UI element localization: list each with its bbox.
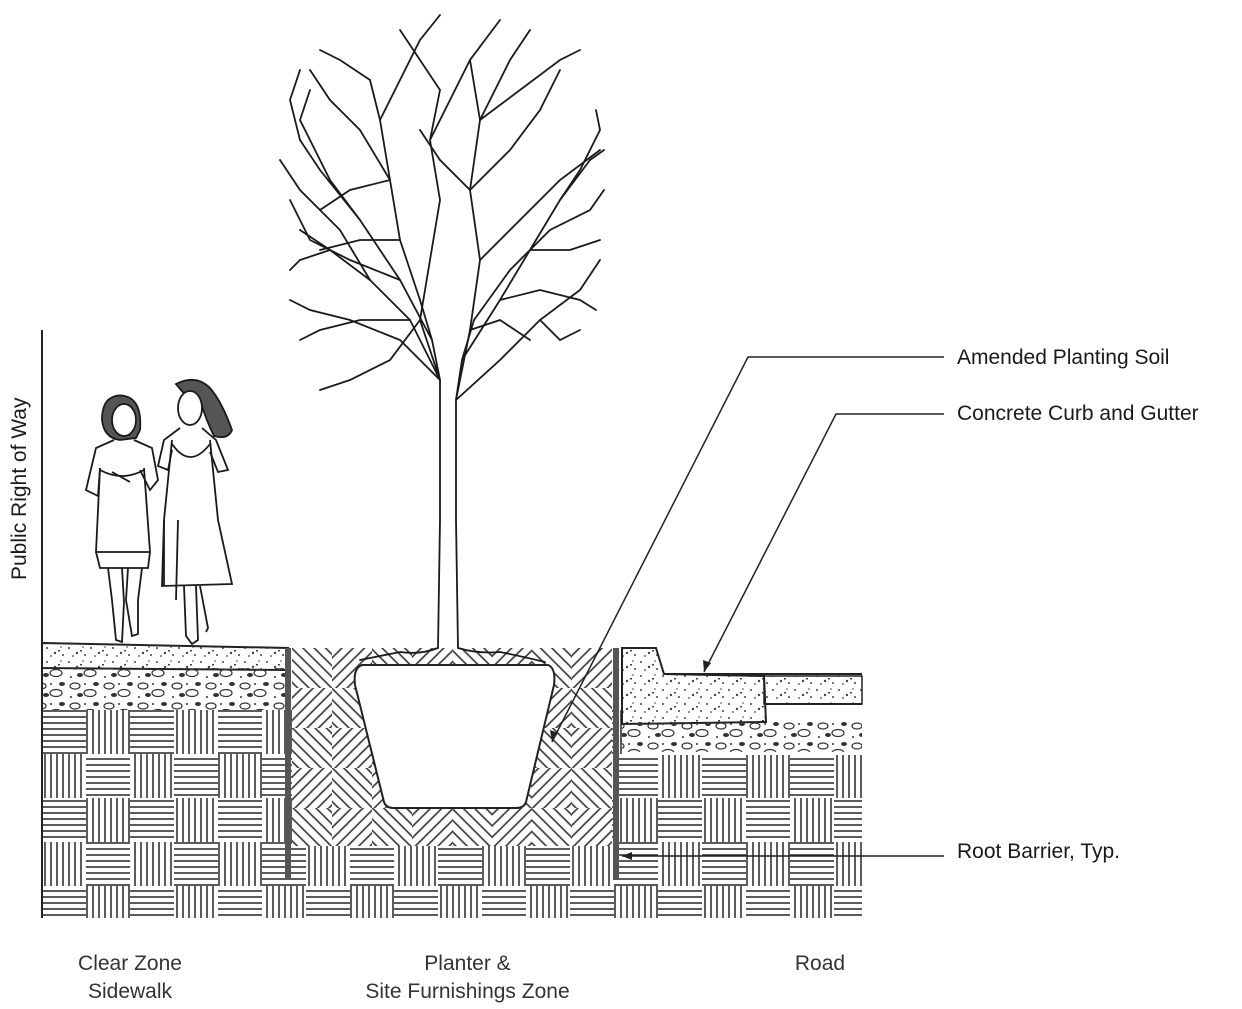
zone-road: Road — [794, 952, 846, 975]
road-section — [621, 647, 863, 755]
leader-arrowheads — [550, 660, 711, 860]
right-of-way-label: Public Right of Way — [8, 397, 31, 580]
arrowhead-barrier — [622, 852, 632, 860]
leader-lines — [551, 356, 944, 857]
leader-soil — [551, 356, 944, 743]
root-ball — [353, 664, 556, 809]
sidewalk-slab — [41, 641, 289, 710]
callout-root-barrier: Root Barrier, Typ. — [957, 840, 1121, 863]
pedestrian-left — [84, 394, 159, 644]
zone-sidewalk-line1: Clear Zone — [78, 952, 182, 975]
arrowhead-soil — [550, 730, 558, 742]
callout-curb-gutter: Concrete Curb and Gutter — [957, 402, 1199, 425]
callout-amended-soil: Amended Planting Soil — [957, 346, 1170, 369]
root-barrier-left — [285, 648, 291, 878]
zone-planter-line2: Site Furnishings Zone — [365, 980, 570, 1003]
arrowhead-curb — [703, 660, 711, 672]
tree — [279, 14, 605, 663]
leader-curb — [703, 413, 944, 673]
root-barrier-right — [613, 648, 619, 880]
zone-sidewalk-line2: Sidewalk — [87, 980, 173, 1003]
pedestrians — [84, 378, 234, 646]
zone-planter-line1: Planter & — [424, 952, 511, 975]
pedestrian-right — [156, 378, 234, 646]
zone-sidewalk: Clear Zone Sidewalk — [50, 950, 210, 1006]
zone-planter: Planter & Site Furnishings Zone — [330, 950, 605, 1006]
